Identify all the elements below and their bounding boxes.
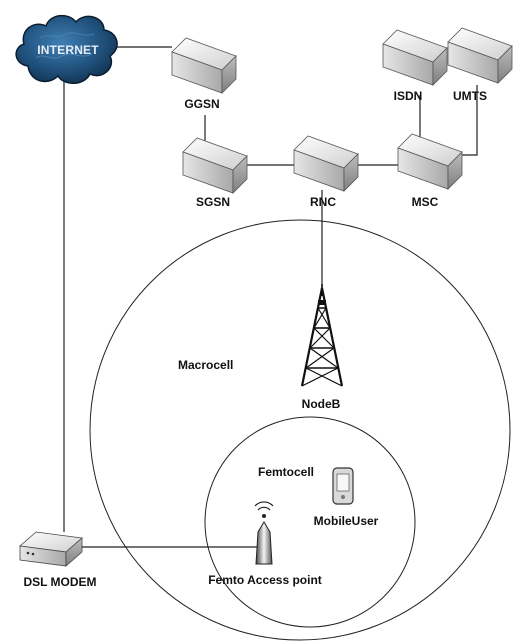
modem-icon: [19, 531, 83, 567]
umts-label: UMTS: [453, 89, 487, 103]
femto-access-point-label: Femto Access point: [208, 573, 322, 587]
femtocell-label: Femtocell: [258, 465, 315, 479]
server-box-icon: [293, 135, 359, 192]
dsl-modem-label: DSL MODEM: [23, 575, 97, 589]
internet-label: INTERNET: [37, 43, 99, 57]
cloud-icon: [15, 14, 118, 84]
server-box-icon: [382, 29, 448, 86]
server-box-icon: [447, 27, 513, 84]
sgsn-label: SGSN: [195, 195, 231, 209]
mobile-phone-icon: [332, 467, 354, 505]
msc-label: MSC: [411, 195, 439, 209]
cell-tower-icon: [300, 284, 344, 387]
antenna-icon: [254, 501, 274, 565]
rnc-label: RNC: [310, 195, 336, 209]
nodeb-label: NodeB: [301, 397, 341, 411]
server-box-icon: [397, 133, 463, 190]
isdn-label: ISDN: [393, 89, 423, 103]
server-box-icon: [182, 137, 248, 194]
macrocell-label: Macrocell: [178, 358, 234, 372]
ggsn-label: GGSN: [184, 97, 220, 111]
femtocell-boundary: [204, 416, 416, 628]
server-box-icon: [171, 37, 237, 94]
mobile-user-label: MobileUser: [313, 514, 379, 528]
macrocell-boundary: [89, 219, 511, 641]
